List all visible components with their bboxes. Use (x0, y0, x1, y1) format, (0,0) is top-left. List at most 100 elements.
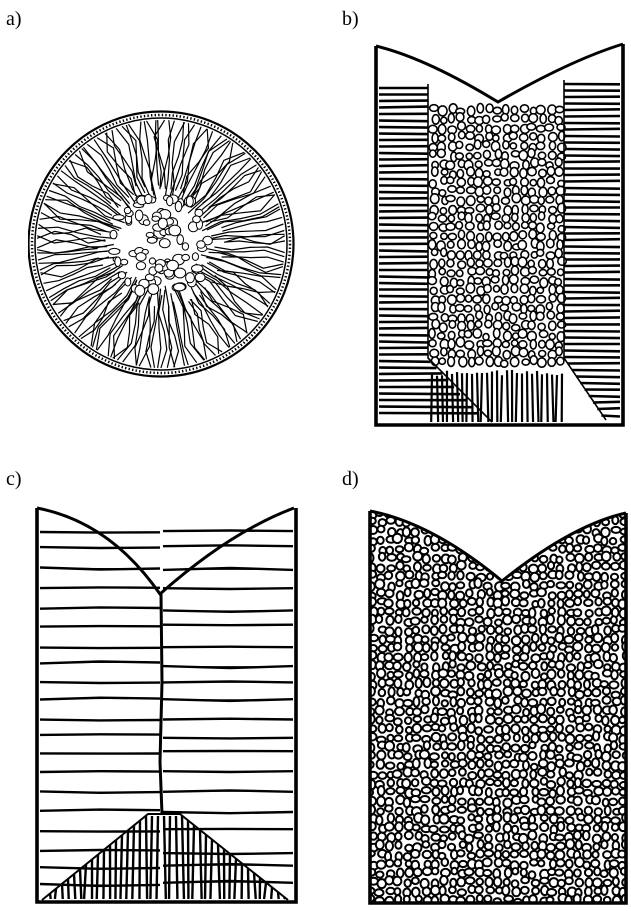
equiaxed-grain (592, 781, 601, 787)
equiaxed-grain (477, 346, 483, 355)
equiaxed-grain (450, 723, 457, 731)
equiaxed-grain (538, 358, 547, 367)
equiaxed-grain (474, 698, 481, 705)
equiaxed-grain (450, 779, 457, 787)
equiaxed-grain (486, 737, 494, 743)
equiaxed-grain (566, 544, 573, 553)
equiaxed-grain (483, 858, 492, 866)
equiaxed-grain (192, 265, 203, 272)
columnar-grain-line (146, 816, 147, 899)
equiaxed-grain (585, 869, 592, 876)
columnar-grain-line (564, 331, 620, 332)
equiaxed-grain (576, 724, 584, 732)
equiaxed-grain (459, 518, 468, 526)
equiaxed-grain (556, 517, 562, 525)
equiaxed-grain (456, 251, 464, 259)
equiaxed-grain (592, 562, 600, 569)
equiaxed-grain (422, 625, 429, 633)
equiaxed-grain (584, 689, 591, 696)
equiaxed-grain (566, 839, 574, 849)
equiaxed-grain (495, 669, 503, 678)
equiaxed-grain (530, 180, 536, 186)
equiaxed-grain (559, 699, 565, 706)
equiaxed-grain (495, 554, 501, 562)
equiaxed-grain (476, 242, 482, 251)
equiaxed-grain (522, 635, 530, 643)
equiaxed-grain (473, 329, 481, 338)
equiaxed-grain (458, 642, 465, 651)
equiaxed-grain (600, 681, 608, 687)
equiaxed-grain (448, 295, 457, 304)
equiaxed-grain (521, 196, 530, 205)
equiaxed-grain (610, 868, 618, 877)
equiaxed-grain (486, 825, 492, 832)
equiaxed-grain (494, 780, 501, 786)
equiaxed-grain (430, 753, 439, 760)
columnar-grain-line (481, 373, 482, 422)
equiaxed-grain (547, 239, 554, 248)
equiaxed-grain (470, 511, 476, 518)
equiaxed-grain (584, 510, 591, 520)
equiaxed-grain (611, 670, 618, 679)
equiaxed-grain (386, 788, 394, 794)
equiaxed-grain (385, 805, 393, 811)
columnar-grain-line (229, 854, 230, 899)
equiaxed-grain (422, 777, 431, 785)
equiaxed-grain (468, 853, 476, 859)
equiaxed-grain (520, 105, 528, 112)
equiaxed-grain (449, 321, 456, 329)
equiaxed-grain (449, 583, 456, 591)
equiaxed-grain (540, 625, 546, 634)
equiaxed-grain (601, 537, 607, 545)
equiaxed-grain (566, 772, 573, 778)
equiaxed-grain (484, 726, 493, 733)
equiaxed-grain (121, 259, 128, 265)
equiaxed-grain (447, 285, 454, 292)
equiaxed-grain (513, 536, 522, 543)
equiaxed-grain (456, 288, 464, 294)
equiaxed-grain (405, 717, 411, 724)
equiaxed-grain (423, 887, 431, 895)
equiaxed-grain (441, 248, 447, 256)
columnar-grain-line (379, 251, 428, 252)
equiaxed-grain (530, 770, 536, 779)
equiaxed-grain (522, 114, 529, 122)
equiaxed-grain (576, 562, 582, 571)
equiaxed-grain (377, 589, 385, 596)
equiaxed-grain (476, 510, 484, 517)
equiaxed-grain (458, 212, 465, 220)
equiaxed-grain (537, 287, 543, 293)
equiaxed-grain (537, 526, 545, 534)
equiaxed-grain (439, 669, 448, 677)
equiaxed-grain (483, 334, 489, 341)
equiaxed-grain (432, 133, 438, 143)
equiaxed-grain (502, 597, 509, 606)
equiaxed-grain (520, 296, 528, 304)
equiaxed-grain (457, 817, 464, 824)
equiaxed-grain (448, 805, 456, 812)
equiaxed-grain (530, 545, 538, 553)
equiaxed-grain (496, 508, 503, 514)
equiaxed-grain (611, 634, 618, 643)
equiaxed-grain (537, 125, 546, 132)
equiaxed-grain (549, 608, 555, 614)
equiaxed-grain (530, 133, 537, 140)
equiaxed-grain (502, 860, 510, 867)
equiaxed-grain (503, 609, 511, 615)
equiaxed-grain (423, 554, 430, 563)
equiaxed-grain (594, 634, 603, 643)
equiaxed-grain (477, 735, 484, 743)
equiaxed-grain (375, 579, 384, 588)
equiaxed-grain (584, 760, 590, 767)
equiaxed-grain (511, 724, 520, 733)
equiaxed-grain (496, 626, 503, 633)
equiaxed-grain (502, 697, 509, 704)
ingot-section-d (362, 505, 630, 908)
equiaxed-grain (467, 106, 474, 116)
equiaxed-grain (540, 733, 549, 742)
columnar-grain-line (472, 374, 473, 422)
columnar-grain-line (442, 375, 443, 422)
columnar-grain-line (150, 816, 152, 899)
columnar-grain-line (163, 666, 293, 668)
equiaxed-grain (394, 654, 403, 661)
